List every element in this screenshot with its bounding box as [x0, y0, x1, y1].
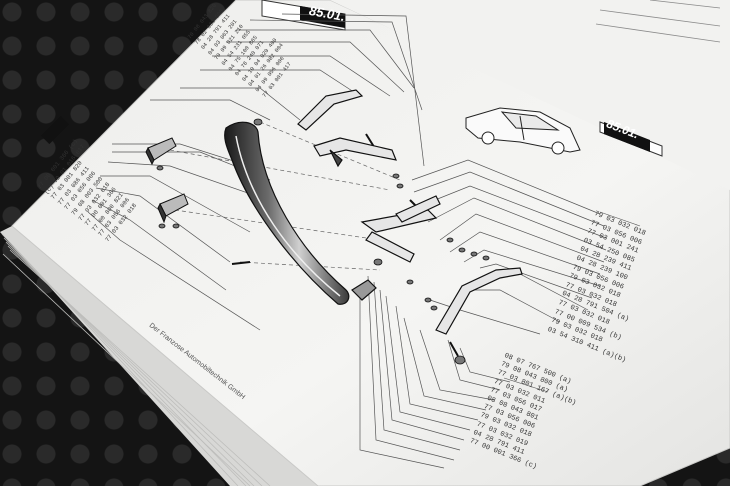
upper-bracket [297, 89, 397, 168]
facing-page [330, 0, 730, 190]
header-box-right [599, 121, 663, 157]
overrider-lower [157, 193, 189, 224]
lower-bracket [351, 267, 523, 335]
section-tab-marker [40, 115, 70, 145]
middle-bracket [360, 195, 441, 263]
overrider-upper [145, 137, 177, 166]
page-stack-edge [0, 226, 318, 486]
car-thumbnail [465, 107, 581, 155]
facing-page-lines [595, 0, 721, 43]
sub-divider-lines [503, 211, 641, 393]
bumper-bar [224, 121, 350, 305]
hardware-parts [156, 118, 490, 365]
